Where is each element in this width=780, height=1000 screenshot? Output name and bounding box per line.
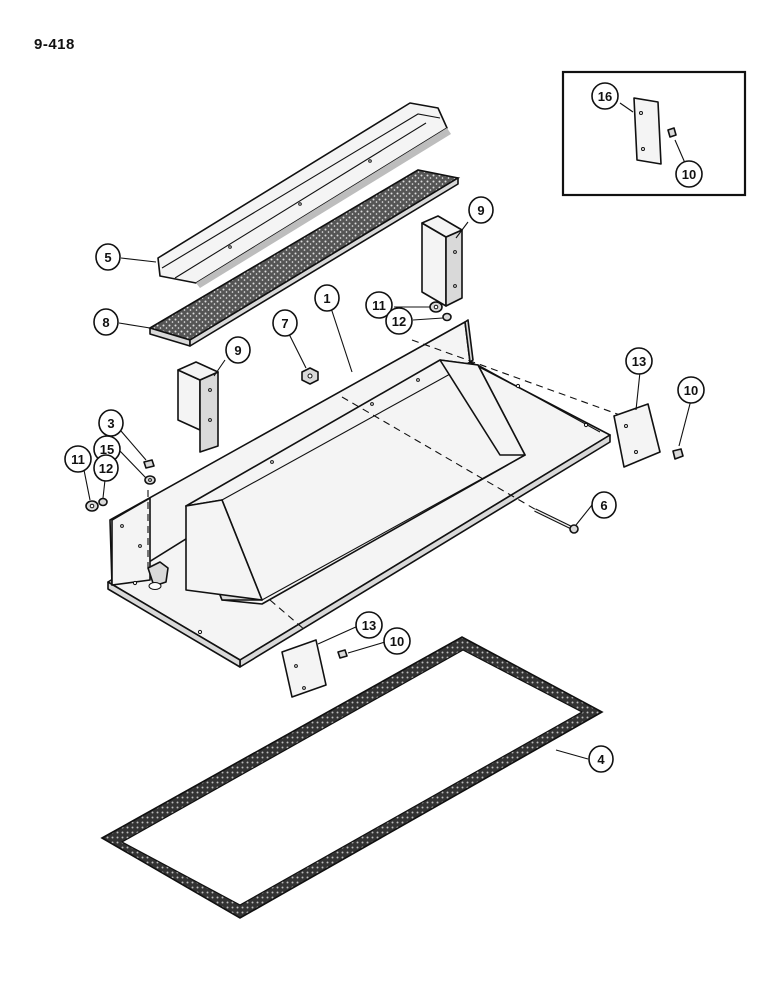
screw-bottom: [337, 649, 348, 659]
svg-text:7: 7: [281, 316, 288, 331]
callout-16: 16: [591, 82, 619, 110]
callout-9-right: 9: [468, 196, 494, 224]
callout-11-left: 11: [64, 445, 92, 473]
right-bracket: [421, 215, 463, 307]
callout-12-left: 12: [93, 454, 119, 482]
callout-6: 6: [591, 491, 617, 519]
callout-12-upper: 12: [385, 307, 413, 335]
callout-11-upper: 11: [365, 291, 393, 319]
callout-1: 1: [314, 284, 340, 312]
svg-text:9: 9: [477, 203, 484, 218]
svg-text:9: 9: [234, 343, 241, 358]
callout-8: 8: [93, 308, 119, 336]
gasket-4: [100, 636, 604, 919]
svg-text:8: 8: [102, 315, 109, 330]
svg-text:4: 4: [597, 752, 605, 767]
filter-element: [148, 169, 461, 347]
nut-washer-left: [85, 497, 108, 512]
screw-right: [672, 448, 684, 460]
callout-5: 5: [95, 243, 121, 271]
svg-text:12: 12: [392, 314, 406, 329]
inset-frame: [561, 70, 747, 197]
nut-washer-upper: [429, 301, 452, 322]
callout-10-inset: 10: [675, 160, 703, 188]
svg-text:16: 16: [598, 89, 612, 104]
screw-washer-left: [143, 459, 156, 485]
page-number: 9-418: [34, 36, 75, 53]
svg-text:5: 5: [104, 250, 111, 265]
callout-9-left: 9: [225, 336, 251, 364]
nut-7: [301, 367, 319, 385]
svg-text:12: 12: [99, 461, 113, 476]
svg-text:13: 13: [632, 354, 646, 369]
callout-13-right: 13: [625, 347, 653, 375]
callout-10-bottom: 10: [383, 627, 411, 655]
assembly-line-rod: [341, 396, 546, 516]
rod-6: [534, 508, 579, 534]
svg-text:6: 6: [600, 498, 607, 513]
svg-text:10: 10: [682, 167, 696, 182]
assembly-line-right: [411, 339, 621, 416]
top-channel: [157, 102, 451, 288]
assembly-line-bottom: [269, 599, 306, 631]
inset-screw: [667, 127, 677, 138]
side-plate-bottom: [281, 639, 327, 698]
svg-text:11: 11: [372, 298, 386, 313]
callout-10-right: 10: [677, 376, 705, 404]
callout-3: 3: [98, 409, 124, 437]
callout-7: 7: [272, 309, 298, 337]
callout-13-bottom: 13: [355, 611, 383, 639]
callout-4: 4: [588, 745, 614, 773]
svg-text:10: 10: [390, 634, 404, 649]
svg-text:3: 3: [107, 416, 114, 431]
side-plate-right: [613, 403, 661, 468]
inset-plate: [633, 97, 662, 165]
svg-text:13: 13: [362, 618, 376, 633]
svg-text:11: 11: [71, 452, 85, 467]
inset-detail: [561, 70, 747, 197]
svg-text:1: 1: [323, 291, 330, 306]
main-housing: [107, 319, 611, 668]
left-bracket: [177, 361, 219, 453]
leader-lines: [83, 221, 692, 760]
svg-text:10: 10: [684, 383, 698, 398]
svg-text:15: 15: [100, 442, 114, 457]
